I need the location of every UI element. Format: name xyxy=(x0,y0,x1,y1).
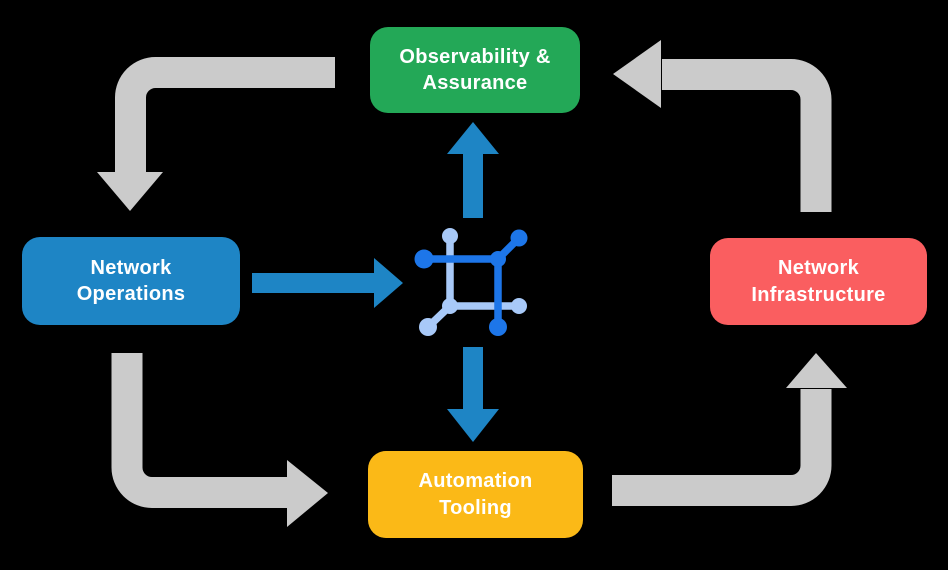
blue-hub-arrows xyxy=(252,122,499,442)
cycle-arrow-topleft-shaft xyxy=(115,57,335,173)
hub-arrow-up-head xyxy=(447,122,499,154)
gray-cycle-arrows xyxy=(97,40,847,527)
node-automation-tooling: Automation Tooling xyxy=(368,451,583,538)
node-observability-assurance: Observability & Assurance xyxy=(370,27,580,113)
cycle-arrow-bottomright-head xyxy=(786,353,847,388)
cycle-arrow-bottomleft-shaft xyxy=(111,353,288,508)
cycle-arrow-topright-head xyxy=(613,40,661,108)
node-network-infrastructure: Network Infrastructure xyxy=(710,238,927,325)
cycle-arrow-bottomleft-head xyxy=(287,460,328,527)
hub-arrow-right-head xyxy=(374,258,403,308)
icon-secondary-strand xyxy=(419,228,527,336)
cycle-arrow-bottomright-shaft xyxy=(612,389,832,506)
node-network-operations: Network Operations xyxy=(22,237,240,325)
cycle-arrow-topright-shaft xyxy=(662,59,832,212)
hub-arrow-down-head xyxy=(447,409,499,442)
cycle-arrow-topleft-head xyxy=(97,172,163,211)
network-automation-icon xyxy=(414,228,528,336)
icon-primary-strand xyxy=(414,229,528,336)
